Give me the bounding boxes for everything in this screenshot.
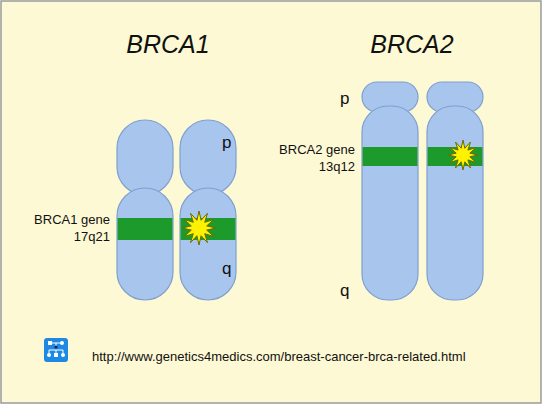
mutation-starburst (448, 140, 478, 170)
band-location: 17q21 (74, 230, 110, 243)
gene-name: BRCA1 gene (34, 213, 110, 226)
chromosome-p-arm (117, 120, 173, 195)
chromosome-p-arm (180, 120, 236, 195)
pedigree-icon (44, 338, 68, 362)
arm-label: q (340, 282, 349, 299)
chromosome-q-arm (180, 188, 236, 300)
chromosome-q-arm (427, 106, 483, 300)
arm-label: q (222, 260, 231, 277)
arm-label: p (222, 134, 231, 151)
gene-band (118, 218, 173, 240)
heading: BRCA2 (370, 32, 453, 57)
chromosome-q-arm (117, 188, 173, 300)
band-location: 13q12 (319, 160, 355, 173)
mutation-starburst (182, 211, 216, 245)
heading: BRCA1 (126, 32, 209, 57)
gene-name: BRCA2 gene (279, 143, 355, 156)
chromosome-q-arm (362, 106, 418, 300)
arm-label: p (340, 90, 349, 107)
gene-band (363, 147, 418, 166)
source-url: http://www.genetics4medics.com/breast-ca… (92, 350, 466, 363)
